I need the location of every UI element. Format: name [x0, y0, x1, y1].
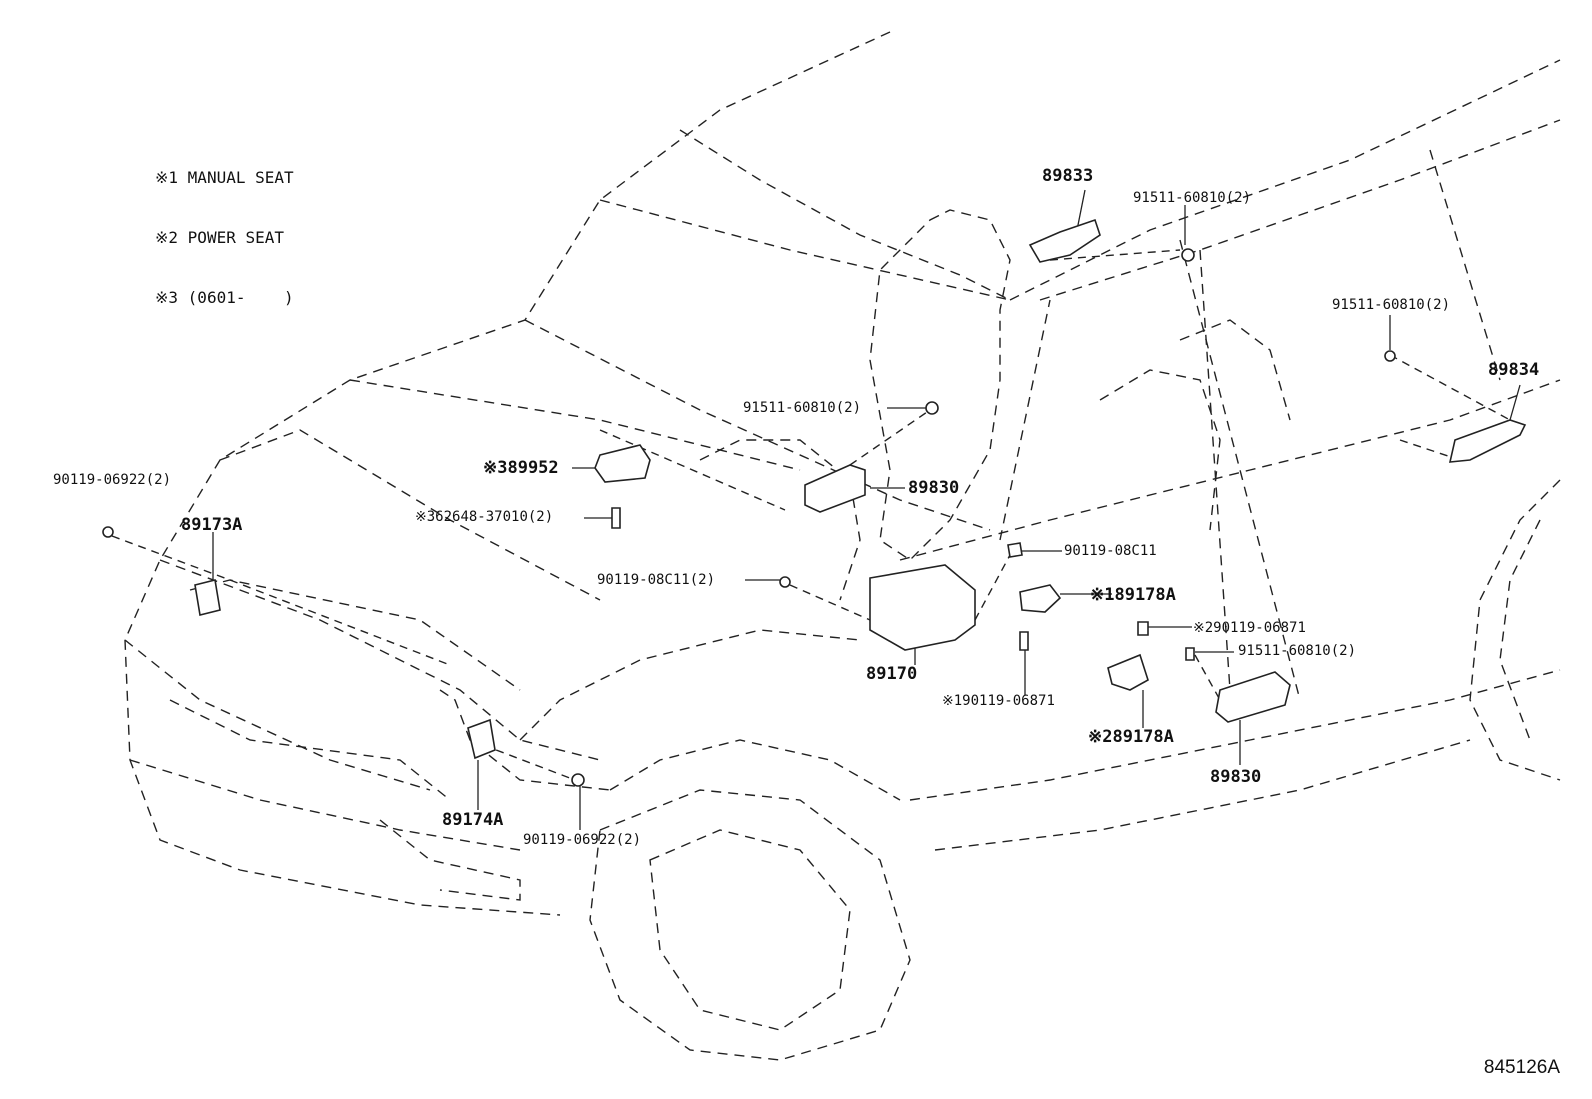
leader-lines: [111, 249, 1511, 781]
label-90119-06922-left: 90119-06922(2): [53, 472, 172, 488]
bolt-91511-top: [1181, 248, 1195, 262]
bolt-90119-06871-2: [1137, 621, 1149, 636]
part-89830-lower: [1215, 671, 1291, 723]
bolt-91511-mid: [925, 401, 939, 415]
label-89833: 89833: [1042, 166, 1094, 186]
label-90119-06922-bottom: 90119-06922(2): [523, 832, 642, 848]
label-89173A: 89173A: [181, 515, 243, 535]
part-89178A-2: [1107, 653, 1149, 691]
part-89170-unit: [869, 564, 976, 651]
label-89830-upper: 89830: [908, 478, 960, 498]
legend-note-3: ※3 (0601- ): [155, 288, 294, 307]
label-90119-08c11-left: 90119-08C11(2): [597, 572, 716, 588]
bolt-90119-06922-left: [102, 526, 114, 538]
label-89178A-2: ※289178A: [1088, 727, 1174, 747]
bolt-90119-08c11-left: [779, 576, 791, 588]
bolt-62648: [611, 507, 621, 529]
label-90119-06871-1: ※190119-06871: [942, 693, 1055, 709]
label-90119-08c11-right: 90119-08C11: [1064, 543, 1157, 559]
vehicle-body-outline: [124, 31, 1561, 1061]
label-91511-lower: 91511-60810(2): [1238, 643, 1357, 659]
part-89178A-1: [1019, 584, 1062, 613]
label-89170: 89170: [866, 664, 918, 684]
label-91511-mid: 91511-60810(2): [743, 400, 862, 416]
part-89173A-sensor: [194, 579, 221, 616]
label-89174A: 89174A: [442, 810, 504, 830]
label-89830-lower: 89830: [1210, 767, 1262, 787]
label-62648: ※362648-37010(2): [415, 509, 554, 525]
label-89952: ※389952: [483, 458, 559, 478]
label-89178A-1: ※189178A: [1090, 585, 1176, 605]
legend-notes: ※1 MANUAL SEAT ※2 POWER SEAT ※3 (0601- ): [155, 128, 294, 328]
part-89833-sensor: [1028, 218, 1101, 263]
bolt-91511-lower: [1185, 647, 1195, 661]
bolt-90119-06922-bottom: [571, 773, 585, 787]
legend-note-2: ※2 POWER SEAT: [155, 228, 284, 247]
part-89834-sensor: [1448, 419, 1527, 463]
bolt-90119-08c11-right: [1007, 542, 1023, 558]
bolt-91511-right: [1384, 350, 1396, 362]
legend-note-1: ※1 MANUAL SEAT: [155, 168, 294, 187]
label-89834: 89834: [1488, 360, 1540, 380]
part-89952-box: [594, 444, 651, 483]
solid-leaders: [212, 189, 1521, 830]
part-89174A-sensor: [467, 718, 496, 760]
bolt-90119-06871-1: [1019, 631, 1029, 651]
label-91511-top: 91511-60810(2): [1133, 190, 1252, 206]
part-89830-upper: [804, 464, 866, 513]
diagram-code: 845126A: [1483, 1057, 1560, 1078]
label-90119-06871-2: ※290119-06871: [1193, 620, 1306, 636]
component-parts: [102, 218, 1527, 787]
label-91511-right: 91511-60810(2): [1332, 297, 1451, 313]
